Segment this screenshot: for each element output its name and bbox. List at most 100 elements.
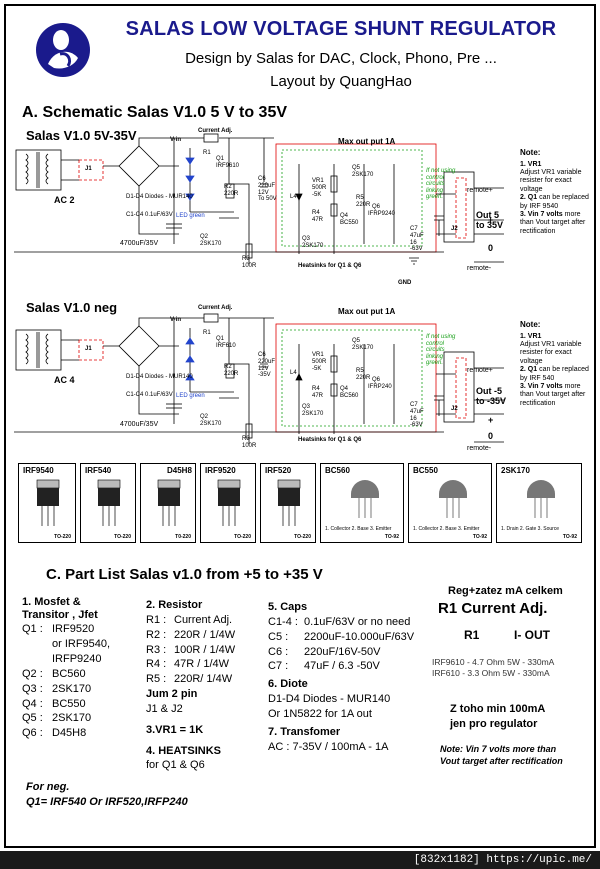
diode-line1: D1-D4 Diodes - MUR140 bbox=[268, 693, 391, 706]
neg-r3-val: 100R bbox=[242, 443, 257, 449]
pos-note3-head: 3. Vin 7 volts bbox=[520, 210, 563, 218]
neg-note1-head: 1. VR1 bbox=[520, 332, 542, 340]
part-value: 0.1uF/63V or no need bbox=[304, 615, 411, 628]
pos-q3-part: 2SK170 bbox=[302, 243, 324, 249]
neg-q5-part: 2SK170 bbox=[352, 345, 374, 351]
pos-note1-head: 1. VR1 bbox=[520, 160, 542, 168]
pos-r4-val: 47R bbox=[312, 217, 324, 223]
pos-q5-part: 2SK170 bbox=[352, 172, 374, 178]
package-bc560: BC560 1. Collector 2. Base 3. Emitter TO… bbox=[320, 463, 404, 543]
neg-c7-val: 47uF 16 -63V bbox=[410, 409, 424, 429]
part-value: 2200uF-10.000uF/63V bbox=[304, 630, 415, 643]
neg-r2-val: 220R bbox=[224, 371, 239, 377]
pos-r4: R4 bbox=[312, 210, 320, 216]
pos-notes-title: Note: bbox=[520, 148, 541, 157]
neg-vr1: VR1 bbox=[312, 352, 324, 358]
part-key: R5 : bbox=[146, 673, 167, 686]
part-key: R4 : bbox=[146, 658, 167, 671]
pos-l4: L4 bbox=[290, 194, 297, 200]
neg-q3-part: 2SK170 bbox=[302, 411, 324, 417]
package-type: TO-220 bbox=[114, 534, 131, 540]
transformer-neg bbox=[15, 329, 62, 371]
neg-cap-main: 4700uF/35V bbox=[120, 421, 159, 428]
vr1-heading: 3.VR1 = 1K bbox=[146, 723, 204, 736]
neg-ac-label: AC 4 bbox=[54, 375, 75, 385]
neg-zero: 0 bbox=[488, 431, 494, 441]
part-row: Q4 :BC550 bbox=[22, 697, 142, 712]
heatsinks-heading: 4. HEATSINKS bbox=[146, 744, 221, 757]
neg-led-label: LED green bbox=[176, 393, 205, 399]
neg-current-adj: Current Adj. bbox=[198, 305, 233, 311]
neg-remote-minus: remote- bbox=[467, 445, 492, 452]
to220-icon bbox=[36, 479, 60, 526]
part-row: R2 :220R / 1/4W bbox=[146, 628, 264, 643]
pos-ac-label: AC 2 bbox=[54, 195, 75, 205]
part-key: Q5 : bbox=[22, 712, 43, 725]
package-bc550: BC550 1. Collector 2. Base 3. Emitter TO… bbox=[408, 463, 492, 543]
section-c-title: C. Part List Salas v1.0 from +5 to +35 V bbox=[46, 566, 323, 583]
pos-q6-part: IFRP9240 bbox=[368, 211, 396, 217]
part-key: C6 : bbox=[268, 645, 289, 658]
pos-plus: + bbox=[488, 215, 494, 225]
neg-note3-head: 3. Vin 7 volts bbox=[520, 382, 563, 390]
pos-vr1: VR1 bbox=[312, 178, 324, 184]
part-value: 47R / 1/4W bbox=[174, 658, 230, 671]
neg-notes: Note: 1. VR1 Adjust VR1 variable resiste… bbox=[520, 320, 596, 408]
neg-notes-title: Note: bbox=[520, 320, 541, 329]
neg-q6-part: IFRP240 bbox=[368, 384, 392, 390]
part-key: Q6 : bbox=[22, 727, 43, 740]
transformer-value: AC : 7-35V / 100mA - 1A bbox=[268, 740, 389, 753]
schematic-positive bbox=[14, 133, 504, 265]
part-row: R4 : 47R / 1/4W bbox=[146, 657, 264, 672]
section-a-title: A. Schematic Salas V1.0 5 V to 35V bbox=[22, 104, 288, 121]
part-value: IRFP9240 bbox=[52, 653, 102, 666]
pos-c7-val: 47uF 16 -63V bbox=[410, 233, 424, 253]
neg-max-out: Max out put 1A bbox=[338, 307, 396, 316]
pos-r5: R5 bbox=[356, 195, 364, 201]
part-key: R3 : bbox=[146, 643, 167, 656]
parts-resistors-heading: 2. Resistor bbox=[146, 599, 203, 611]
pos-q4-part: BC550 bbox=[340, 220, 359, 226]
neg-note2-head: 2. Q1 bbox=[520, 366, 538, 374]
neg-note3: more than Vout target after rectificatio… bbox=[520, 382, 586, 407]
to92-icon bbox=[527, 480, 555, 518]
pos-remote-minus: remote- bbox=[467, 265, 492, 272]
pos-q3: Q3 bbox=[302, 236, 311, 242]
part-key bbox=[22, 652, 52, 667]
pos-heatsinks: Heatsinks for Q1 & Q6 bbox=[298, 263, 362, 269]
schematic-diagram bbox=[14, 133, 504, 444]
package-name: IRF520 bbox=[265, 466, 292, 475]
package-type: TO-92 bbox=[472, 534, 487, 540]
package-irf9540: IRF9540 TO-220 bbox=[18, 463, 76, 543]
pos-r1: R1 bbox=[203, 150, 211, 156]
neg-j2: J2 bbox=[451, 406, 458, 412]
part-row: Q6 :D45H8 bbox=[22, 726, 142, 741]
package-name: IRF9540 bbox=[23, 466, 54, 475]
part-value: BC560 bbox=[52, 667, 86, 680]
package-irf540: IRF540 TO-220 bbox=[80, 463, 136, 543]
package-type: TO-220 bbox=[234, 534, 251, 540]
part-value: BC550 bbox=[52, 697, 86, 710]
pos-q4: Q4 bbox=[340, 213, 349, 219]
neg-c6: C6 bbox=[258, 352, 266, 358]
pos-q1: Q1 bbox=[216, 156, 225, 162]
parts-transistors-heading: 1. Mosfet & Transitor , Jfet bbox=[22, 596, 98, 622]
pos-q6: Q6 bbox=[372, 204, 381, 210]
package-type: TO-220 bbox=[54, 534, 71, 540]
part-row: or IRF9540, bbox=[22, 637, 142, 652]
package-irf9520: IRF9520 TO-220 bbox=[200, 463, 256, 543]
part-row: C5 :2200uF-10.000uF/63V bbox=[268, 630, 438, 645]
part-row: R5 :220R/ 1/4W bbox=[146, 672, 264, 687]
pos-note2-head: 2. Q1 bbox=[520, 194, 538, 202]
schematic-negative bbox=[14, 313, 504, 444]
pos-gnd: GND bbox=[398, 280, 412, 286]
pos-q5: Q5 bbox=[352, 165, 361, 171]
part-value: or IRF9540, bbox=[52, 638, 111, 651]
part-value: 220R / 1/4W bbox=[174, 628, 236, 641]
part-row: C1-4 :0.1uF/63V or no need bbox=[268, 615, 438, 630]
package-type: TO-92 bbox=[562, 534, 577, 540]
pos-cap-main: 4700uF/35V bbox=[120, 240, 159, 247]
neg-q6: Q6 bbox=[372, 377, 381, 383]
